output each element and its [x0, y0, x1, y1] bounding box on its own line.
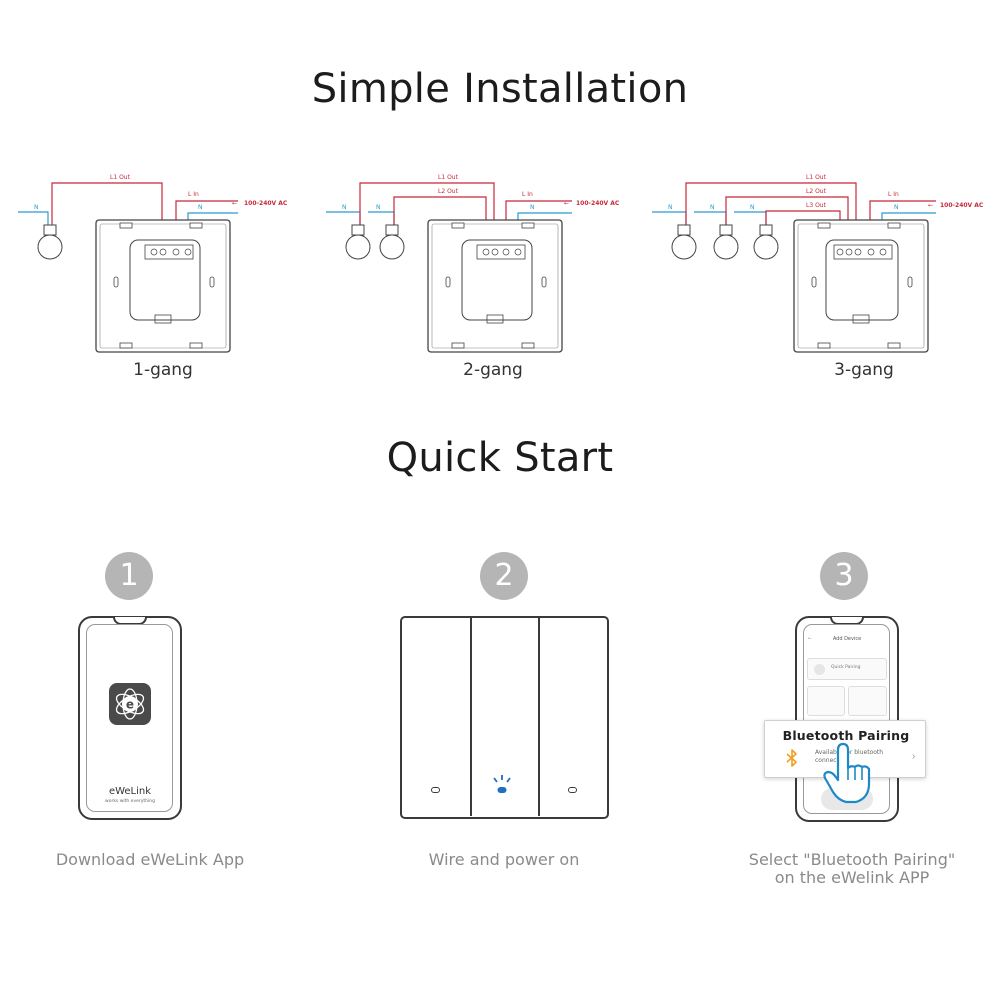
phone-screen — [86, 624, 173, 812]
bluetooth-pairing-title: Bluetooth Pairing — [782, 728, 910, 743]
gang-divider — [470, 618, 472, 816]
pointing-hand-icon — [823, 742, 871, 804]
app-name: eWeLink — [108, 786, 152, 797]
step-caption-2: Wire and power on — [428, 850, 580, 869]
step-number-3: 3 — [820, 552, 868, 600]
l-in-label: L In — [888, 191, 899, 198]
back-arrow-icon[interactable]: ← — [807, 635, 813, 641]
gang-1-indicator-icon — [431, 787, 440, 793]
arrow-icon: ← — [232, 200, 237, 207]
switch-backplate — [793, 219, 929, 353]
switch-front-3-gang — [400, 616, 609, 819]
wiring-diagram-1-gang: N L1 Out L In N ← 100-240V AC — [18, 174, 288, 353]
app-tagline: works with everything — [105, 799, 155, 804]
l1-out-label: L1 Out — [438, 174, 459, 181]
quick-pairing-label: Quick Pairing — [831, 665, 861, 670]
wiring-diagram-2-gang: N N L1 Out L2 Out L In N ← 100-240V AC — [326, 174, 620, 353]
switch-backplate — [427, 219, 563, 353]
l1-out-label: L1 Out — [806, 174, 827, 181]
n-label: N — [342, 204, 347, 211]
n-label: N — [34, 204, 39, 211]
arrow-icon: ← — [928, 202, 933, 209]
bluetooth-subtitle-line2: connection. — [815, 757, 850, 764]
bulb-icon — [345, 224, 371, 260]
scan-card[interactable] — [807, 686, 845, 716]
gang-label-1: 1-gang — [133, 360, 193, 380]
screen-title: Add Device — [832, 636, 862, 642]
arrow-icon: ← — [564, 200, 569, 207]
n-label: N — [668, 204, 673, 211]
ewelink-logo-icon: e — [109, 683, 151, 725]
chevron-right-icon: › — [912, 751, 916, 762]
n-label-3: N — [750, 204, 755, 211]
n-label-2: N — [376, 204, 381, 211]
bulb-icon — [37, 224, 63, 260]
wiring-diagram-3-gang: N N N L1 Out L2 Out L3 Out L In N ← 100-… — [652, 174, 984, 353]
l-in-label: L In — [522, 191, 533, 198]
n-label-2: N — [710, 204, 715, 211]
bulb-icon-2 — [713, 224, 739, 260]
l-in-label: L In — [188, 191, 199, 198]
phone-step-1: e eWeLink works with everything — [78, 616, 182, 820]
neutral-wire — [18, 211, 49, 227]
ac-label: 100-240V AC — [940, 202, 984, 209]
svg-text:e: e — [126, 698, 134, 712]
installation-title: Simple Installation — [311, 66, 689, 112]
l2-out-wire — [393, 196, 487, 240]
step-number-2: 2 — [480, 552, 528, 600]
gang-label-2: 2-gang — [463, 360, 523, 380]
switch-backplate — [95, 219, 231, 353]
pairing-icon — [814, 664, 825, 675]
l1-out-label: L1 Out — [110, 174, 131, 181]
gang-divider-2 — [538, 618, 540, 816]
l2-out-label: L2 Out — [806, 188, 827, 195]
bulb-icon-3 — [753, 224, 779, 260]
l2-out-wire — [725, 196, 849, 240]
n-in-label: N — [198, 204, 203, 211]
gang-label-3: 3-gang — [834, 360, 894, 380]
ac-label: 100-240V AC — [244, 200, 288, 207]
n-in-label: N — [530, 204, 535, 211]
sound-pairing-card[interactable] — [848, 686, 887, 716]
quick-pairing-card[interactable]: Quick Pairing — [807, 658, 887, 680]
step-caption-3-line1: Select "Bluetooth Pairing" — [748, 850, 956, 869]
ac-label: 100-240V AC — [576, 200, 620, 207]
step-number-1: 1 — [105, 552, 153, 600]
led-blinking-icon — [493, 775, 511, 793]
phone-step-3: ← Add Device Quick Pairing — [795, 616, 899, 822]
step-caption-3-line2: on the eWelink APP — [774, 868, 930, 887]
bulb-icon — [671, 224, 697, 260]
step-caption-1: Download eWeLink App — [55, 850, 245, 869]
bulb-icon-2 — [379, 224, 405, 260]
l3-out-label: L3 Out — [806, 202, 827, 209]
phone-screen — [803, 624, 890, 814]
quick-start-title: Quick Start — [386, 435, 614, 481]
bluetooth-icon — [786, 749, 797, 767]
gang-3-indicator-icon — [568, 787, 577, 793]
l1-out-wire — [51, 182, 163, 240]
l1-out-wire — [359, 182, 495, 240]
n-in-label: N — [894, 204, 899, 211]
l1-out-wire — [685, 182, 857, 240]
l2-out-label: L2 Out — [438, 188, 459, 195]
